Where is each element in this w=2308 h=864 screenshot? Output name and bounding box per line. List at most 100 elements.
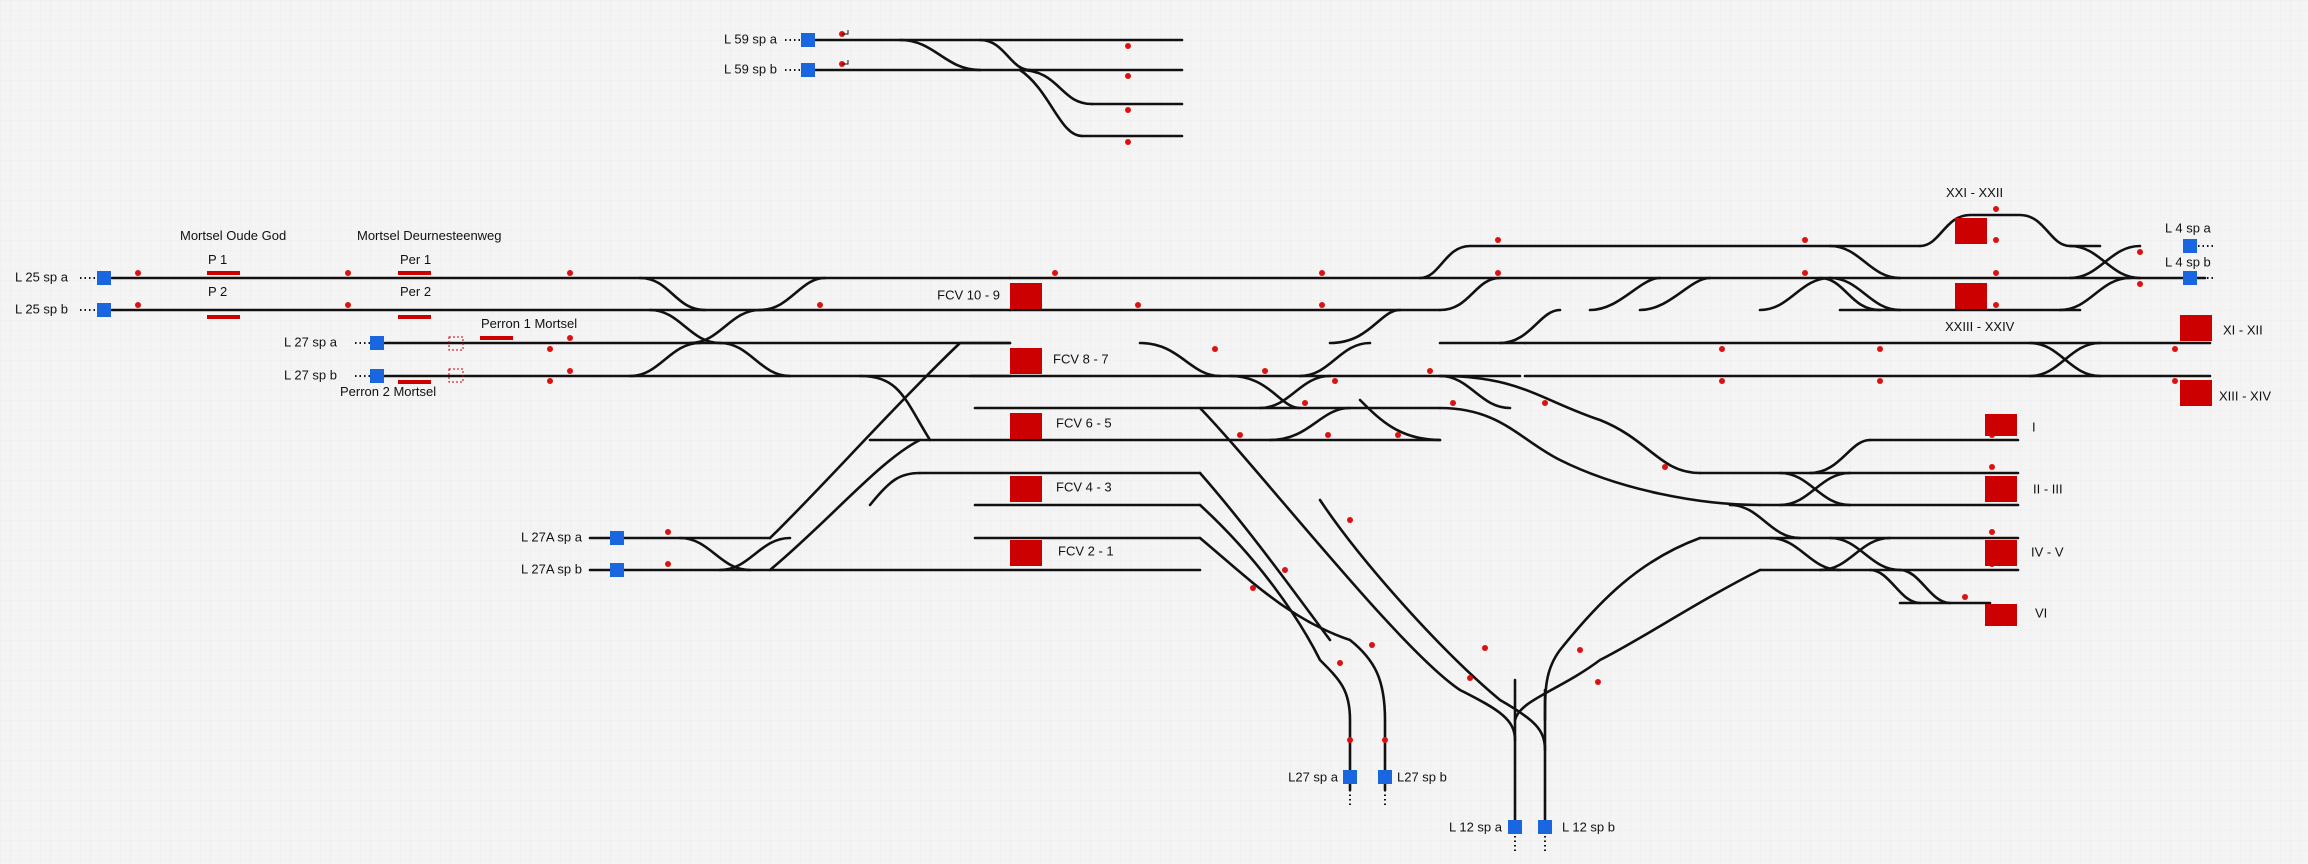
endpoint-l4b[interactable] [2183, 271, 2197, 285]
block-label-fcv87: FCV 8 - 7 [1053, 351, 1109, 366]
signal[interactable] [1993, 302, 1999, 308]
signal[interactable] [1347, 737, 1353, 743]
signal[interactable] [1495, 237, 1501, 243]
block-xxiii[interactable] [1955, 283, 1987, 309]
signal[interactable] [1332, 378, 1338, 384]
switch-east-1 [1828, 244, 1902, 280]
signal[interactable] [1719, 346, 1725, 352]
signal[interactable] [1369, 642, 1375, 648]
block-fcv21[interactable] [1010, 540, 1042, 566]
signal[interactable] [1962, 594, 1968, 600]
signal[interactable] [567, 368, 573, 374]
signal[interactable] [345, 302, 351, 308]
signal[interactable] [1989, 529, 1995, 535]
endpoint-l27sb[interactable] [1378, 770, 1392, 784]
switch-mid-3 [1258, 374, 1332, 410]
switch-xi-2 [2028, 341, 2102, 378]
endpoint-l27ab[interactable] [610, 563, 624, 577]
signal[interactable] [345, 270, 351, 276]
signal[interactable] [1993, 206, 1999, 212]
endpoint-l25a[interactable] [97, 271, 111, 285]
signal[interactable] [1052, 270, 1058, 276]
signal[interactable] [2172, 346, 2178, 352]
signal[interactable] [1993, 270, 1999, 276]
signal[interactable] [547, 378, 553, 384]
signal[interactable] [135, 270, 141, 276]
signal[interactable] [1802, 270, 1808, 276]
signal[interactable] [1325, 432, 1331, 438]
switch-yard-6 [1818, 536, 1892, 572]
signal[interactable] [135, 302, 141, 308]
signal[interactable] [1482, 645, 1488, 651]
signal[interactable] [1382, 737, 1388, 743]
endpoint-l12a[interactable] [1508, 820, 1522, 834]
block-label-xi: XI - XII [2223, 322, 2263, 337]
endpoint-l27sa[interactable] [1343, 770, 1357, 784]
signal[interactable] [1877, 346, 1883, 352]
signal[interactable] [1282, 567, 1288, 573]
block-iv[interactable] [1985, 540, 2017, 566]
block-xi[interactable] [2180, 315, 2212, 341]
signal[interactable] [1993, 237, 1999, 243]
block-i[interactable] [1985, 414, 2017, 436]
endpoint-l27aa[interactable] [610, 531, 624, 545]
signal[interactable] [1427, 368, 1433, 374]
signal[interactable] [665, 529, 671, 535]
signal[interactable] [1302, 400, 1308, 406]
signal[interactable] [1989, 464, 1995, 470]
signal[interactable] [567, 335, 573, 341]
signal[interactable] [839, 60, 849, 67]
signal[interactable] [817, 302, 823, 308]
block-fcv87[interactable] [1010, 348, 1042, 374]
signal[interactable] [665, 561, 671, 567]
block-fcv109[interactable] [1010, 283, 1042, 309]
signal[interactable] [2137, 249, 2143, 255]
signal[interactable] [1802, 237, 1808, 243]
signal[interactable] [1577, 647, 1583, 653]
signal[interactable] [1347, 517, 1353, 523]
endpoint-l59a[interactable] [801, 33, 815, 47]
signal[interactable] [2137, 281, 2143, 287]
signal[interactable] [1877, 378, 1883, 384]
signal[interactable] [1495, 270, 1501, 276]
signal[interactable] [1125, 73, 1131, 79]
label-l25b: L 25 sp b [15, 301, 68, 316]
signal[interactable] [1595, 679, 1601, 685]
signal[interactable] [1719, 378, 1725, 384]
endpoint-l4a[interactable] [2183, 239, 2197, 253]
signal[interactable] [1262, 368, 1268, 374]
track-l12-c [1318, 498, 1547, 832]
signal[interactable] [1467, 675, 1473, 681]
endpoint-l25b[interactable] [97, 303, 111, 317]
block-ii[interactable] [1985, 476, 2017, 502]
block-vi[interactable] [1985, 604, 2017, 626]
block-xiii[interactable] [2180, 380, 2212, 406]
endpoint-l27a[interactable] [370, 336, 384, 350]
signal[interactable] [1450, 400, 1456, 406]
signal[interactable] [567, 270, 573, 276]
signal[interactable] [1212, 346, 1218, 352]
signal[interactable] [1125, 139, 1131, 145]
signal[interactable] [1237, 432, 1243, 438]
signal[interactable] [1135, 302, 1141, 308]
endpoint-l12b[interactable] [1538, 820, 1552, 834]
signal[interactable] [1337, 660, 1343, 666]
signal[interactable] [839, 30, 849, 37]
switch-l27-1 [628, 341, 702, 378]
signal[interactable] [1125, 107, 1131, 113]
block-label-fcv21: FCV 2 - 1 [1058, 543, 1114, 558]
signal[interactable] [1250, 585, 1256, 591]
signal[interactable] [1662, 464, 1668, 470]
signal[interactable] [1125, 43, 1131, 49]
endpoint-l27b[interactable] [370, 369, 384, 383]
endpoint-l59b[interactable] [801, 63, 815, 77]
signal[interactable] [1542, 400, 1548, 406]
block-fcv43[interactable] [1010, 476, 1042, 502]
signal[interactable] [1319, 302, 1325, 308]
block-xxi[interactable] [1955, 218, 1987, 244]
signal[interactable] [1319, 270, 1325, 276]
block-fcv65[interactable] [1010, 413, 1042, 439]
signal[interactable] [2172, 378, 2178, 384]
signal[interactable] [547, 346, 553, 352]
signal[interactable] [1395, 432, 1401, 438]
